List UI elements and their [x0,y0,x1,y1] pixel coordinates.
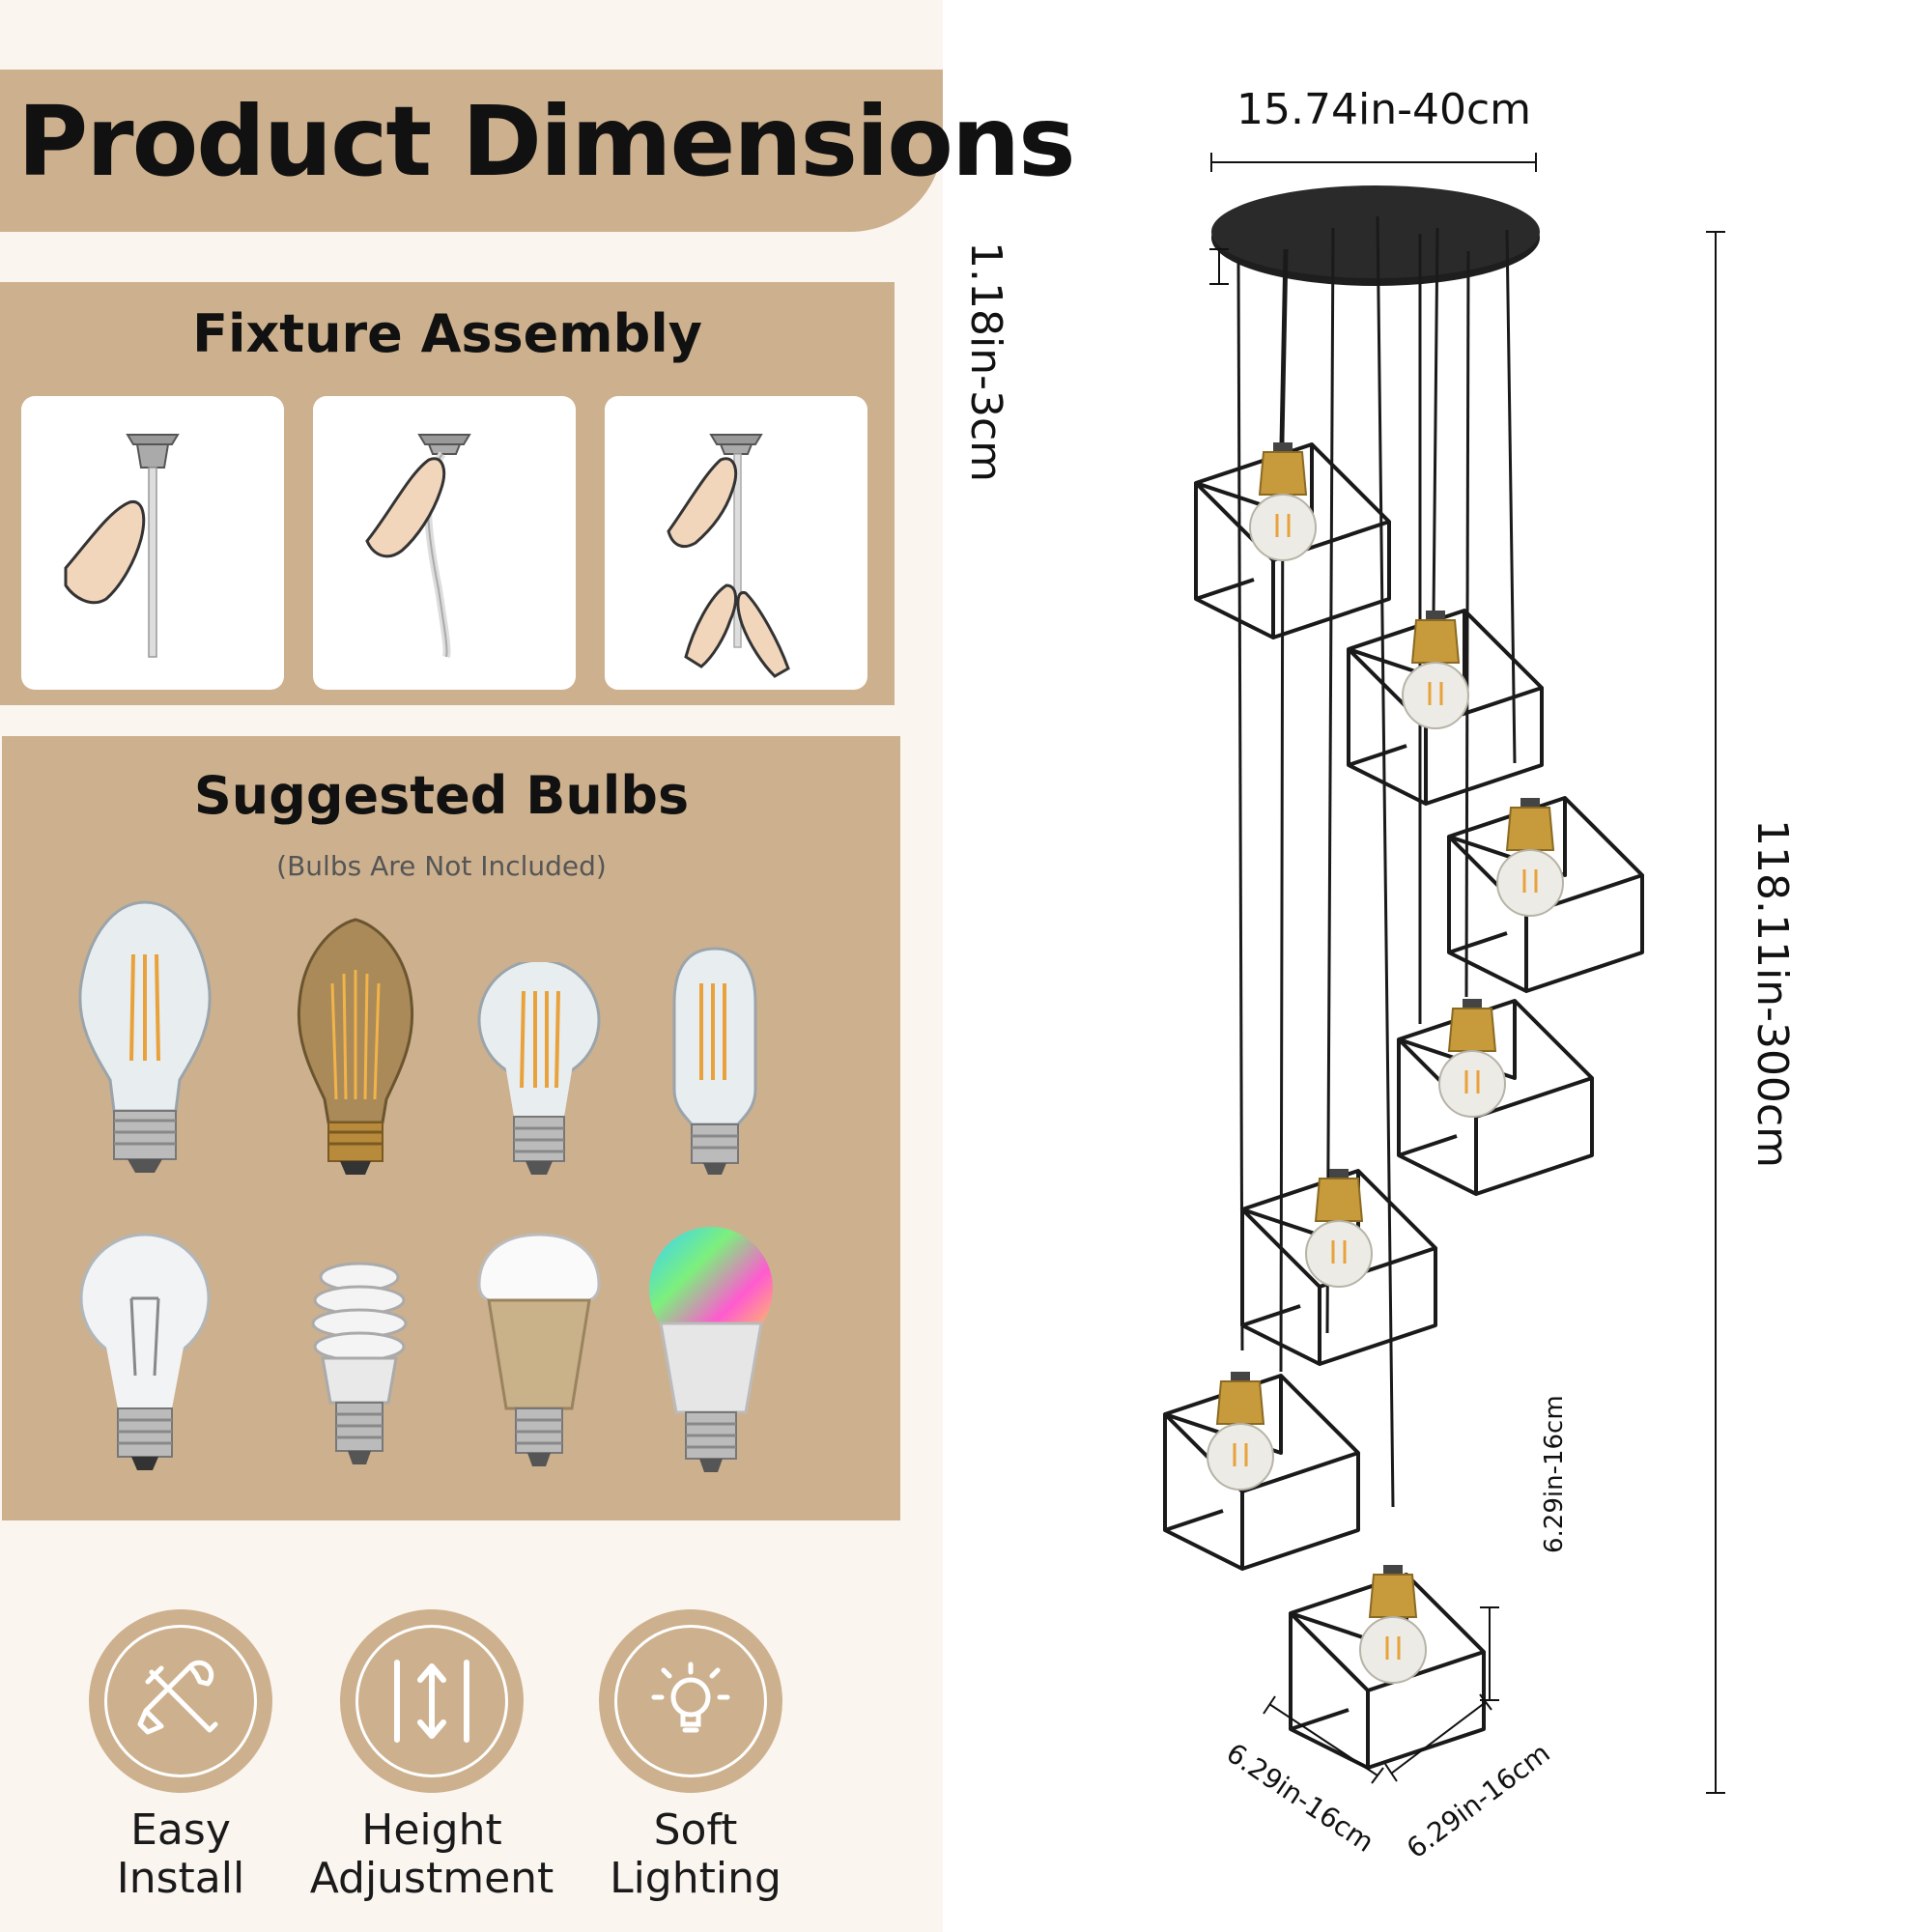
lightbulb-icon [651,1662,730,1733]
smart-led-bulb [477,1233,601,1466]
feature-soft-lighting [599,1609,782,1793]
assembly-step-3 [605,396,867,690]
a19-filament-bulb [477,962,601,1175]
feature-height-adjustment [340,1609,524,1793]
canopy-width-label: 15.74in-40cm [1236,85,1531,134]
t45-filament-bulb [672,947,757,1175]
cord-tighten-illustration [667,434,790,678]
left-panel: Product Dimensions Fixture Assembly [0,0,1076,1932]
page-title: Product Dimensions [17,85,1076,198]
assembly-step-2 [313,396,576,690]
feature-easy-install-label: Easy Install [116,1805,245,1903]
feature-height-adjustment-label: Height Adjustment [309,1805,554,1903]
incandescent-bulb [79,1233,211,1470]
assembly-step-1 [21,396,284,690]
feature-soft-lighting-label: Soft Lighting [610,1805,781,1903]
tools-icon [137,1660,218,1735]
bulbs-note: (Bulbs Are Not Included) [276,850,607,882]
fixture-assembly-title: Fixture Assembly [192,303,702,364]
st64-filament-bulb [78,900,212,1173]
suggested-bulbs-section: Suggested Bulbs (Bulbs Are Not Included) [2,736,900,1520]
shade-height-label: 6.29in-16cm [1540,1395,1569,1553]
spiral-cfl-bulb [311,1262,408,1464]
vintage-edison-bulb [297,918,414,1175]
total-height-label: 118.11in-300cm [1747,819,1797,1168]
chandelier-dimension-diagram [1163,153,1725,1794]
fixture-assembly-section: Fixture Assembly [0,282,895,705]
suggested-bulbs-title: Suggested Bulbs [193,765,690,826]
pull-cord-illustration [64,434,180,658]
feature-easy-install [89,1609,272,1793]
cord-adjust-illustration [365,434,471,658]
height-adjust-icon [394,1660,469,1743]
canopy-height-label: 1.18in-3cm [961,242,1010,483]
title-band [0,70,943,232]
rgb-led-bulb [649,1227,773,1472]
